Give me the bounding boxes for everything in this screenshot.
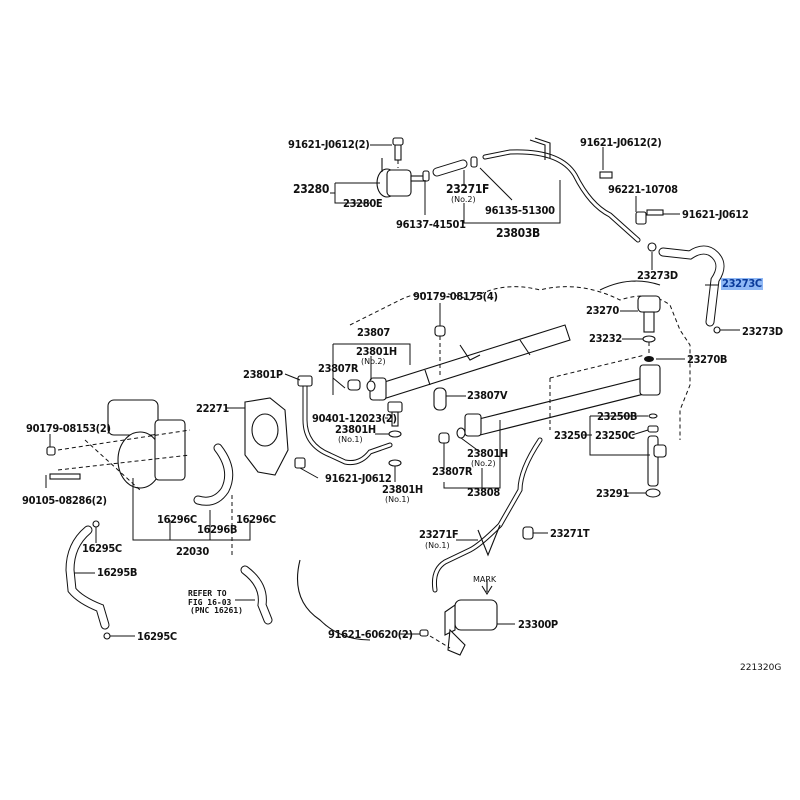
fuel-pipe-23803B: [482, 137, 641, 243]
part-label-96137-41501[interactable]: 96137-41501: [396, 218, 466, 231]
leader-lines: [45, 144, 740, 637]
pulsation-damper: [637, 295, 661, 362]
part-label-23801H-no2-bottom[interactable]: 23801H: [467, 447, 508, 460]
fuel-pipe-23801P: [294, 375, 393, 469]
part-sublabel-23801H-no1-bottom: (No.1): [385, 495, 410, 504]
throttle-body: [46, 399, 191, 491]
gasket-22271: [244, 397, 289, 476]
fuel-filter: [419, 580, 498, 656]
diagram-code: 221320G: [740, 663, 782, 673]
part-label-91621-J0612-right[interactable]: 91621-J0612: [682, 208, 749, 221]
part-label-16295B[interactable]: 16295B: [97, 566, 138, 579]
refer-note-line-3: (PNC 16261): [190, 606, 243, 615]
bolts-top-right: [599, 171, 664, 225]
refer-note-line-2: FIG 16-03: [188, 598, 232, 607]
part-label-23250[interactable]: 23250: [554, 429, 587, 442]
part-sublabel-23801H-no2-top: (No.2): [361, 357, 386, 366]
part-label-91621-J0612-2-top[interactable]: 91621-J0612(2): [288, 138, 370, 151]
part-label-23250C[interactable]: 23250C: [595, 429, 635, 442]
part-label-23291[interactable]: 23291: [596, 487, 629, 500]
part-label-22271[interactable]: 22271: [196, 402, 229, 415]
part-label-91621-J0612-2-right[interactable]: 91621-J0612(2): [580, 136, 662, 149]
part-label-23250B[interactable]: 23250B: [597, 410, 638, 423]
mark-label: MARK: [473, 575, 497, 584]
part-label-90401-12023[interactable]: 90401-12023(2): [312, 412, 397, 425]
part-label-23801H-no1-bottom[interactable]: 23801H: [382, 483, 423, 496]
part-label-90105-08286[interactable]: 90105-08286(2): [22, 494, 107, 507]
part-label-23801P[interactable]: 23801P: [243, 368, 283, 381]
fuel-pipe-no1: [432, 437, 543, 593]
refer-note-line-1: REFER TO: [188, 589, 227, 598]
fuel-hose-23273C: [647, 242, 725, 334]
part-label-23280E[interactable]: 23280E: [343, 197, 383, 210]
part-label-96221-10708[interactable]: 96221-10708: [608, 183, 678, 196]
part-label-23803B[interactable]: 23803B: [496, 226, 540, 240]
part-label-23801H-no1-top[interactable]: 23801H: [335, 423, 376, 436]
part-label-22030[interactable]: 22030: [176, 545, 209, 558]
part-label-23808[interactable]: 23808: [467, 486, 500, 499]
part-label-96135-51300[interactable]: 96135-51300: [485, 204, 555, 217]
part-label-91621-60620[interactable]: 91621-60620(2): [328, 628, 413, 641]
part-label-23271F-no1[interactable]: 23271F: [419, 528, 459, 541]
part-sublabel-23801H-no1-top: (No.1): [338, 435, 363, 444]
part-label-23280[interactable]: 23280: [293, 182, 330, 196]
part-label-16295C-bottom[interactable]: 16295C: [137, 630, 177, 643]
part-label-16296C-right[interactable]: 16296C: [236, 513, 276, 526]
fuel-rail-small-parts: [347, 325, 466, 467]
fuel-hose-no2: [422, 156, 478, 182]
part-label-16296B[interactable]: 16296B: [197, 523, 238, 536]
part-label-23807V[interactable]: 23807V: [467, 389, 508, 402]
part-sublabel-23271F-no2: (No.2): [451, 195, 476, 204]
part-label-23232[interactable]: 23232: [589, 332, 622, 345]
part-label-23807R-top[interactable]: 23807R: [318, 362, 359, 375]
engine-outline: [296, 280, 691, 641]
part-label-23270[interactable]: 23270: [586, 304, 619, 317]
part-label-23807R-bottom[interactable]: 23807R: [432, 465, 473, 478]
part-label-90179-08153[interactable]: 90179-08153(2): [26, 422, 111, 435]
part-label-91621-J0612-mid[interactable]: 91621-J0612: [325, 472, 392, 485]
part-label-16296C-left[interactable]: 16296C: [157, 513, 197, 526]
pressure-regulator-assembly: [376, 137, 427, 198]
part-label-23273D-upper[interactable]: 23273D: [637, 269, 678, 282]
part-label-90179-08175[interactable]: 90179-08175(4): [413, 290, 498, 303]
injector: [645, 413, 667, 498]
part-label-23271T[interactable]: 23271T: [550, 527, 590, 540]
hoses-throttle: [65, 443, 273, 640]
part-label-23300P[interactable]: 23300P: [518, 618, 558, 631]
part-label-23801H-no2-top[interactable]: 23801H: [356, 345, 397, 358]
part-label-16295C-top[interactable]: 16295C: [82, 542, 122, 555]
part-label-23807[interactable]: 23807: [357, 326, 390, 339]
part-label-23273C-highlighted[interactable]: 23273C: [721, 277, 763, 290]
part-label-23271F-no2[interactable]: 23271F: [446, 182, 490, 196]
fuel-rail-lower: [464, 354, 661, 437]
part-label-23270B[interactable]: 23270B: [687, 353, 728, 366]
part-label-23273D-lower[interactable]: 23273D: [742, 325, 783, 338]
part-sublabel-23271F-no1: (No.1): [425, 541, 450, 550]
part-sublabel-23801H-no2-bottom: (No.2): [471, 459, 496, 468]
